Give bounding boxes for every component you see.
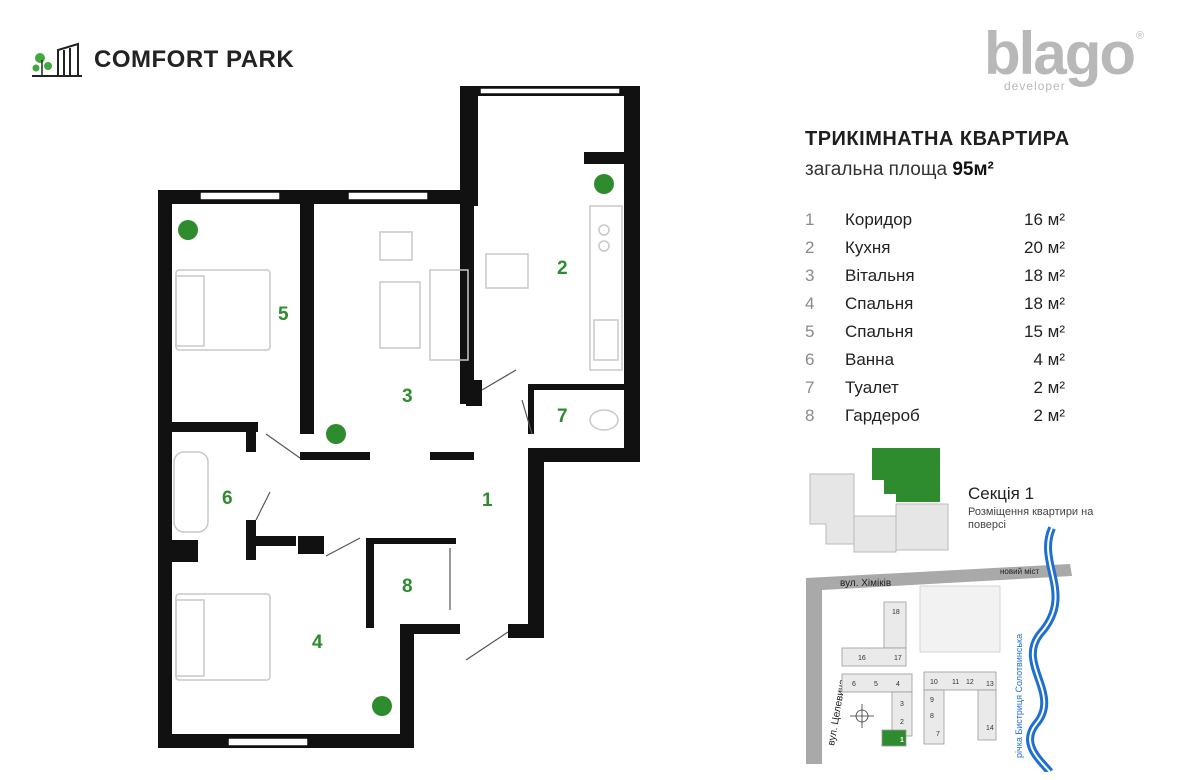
room-row: 2 Кухня 20 м²	[805, 234, 1065, 262]
brand-logo: COMFORT PARK	[28, 40, 294, 80]
compass-icon	[850, 704, 874, 728]
svg-text:14: 14	[986, 725, 994, 732]
room-name: Вітальня	[845, 266, 915, 285]
svg-text:11: 11	[952, 679, 959, 686]
plant-icons	[178, 174, 614, 716]
room-row: 6 Ванна 4 м²	[805, 346, 1065, 374]
room-area: 2 м²	[1033, 378, 1065, 397]
plant-icon	[372, 696, 392, 716]
room-area: 18 м²	[1024, 266, 1065, 285]
room-number: 4	[805, 294, 815, 313]
room-number: 7	[805, 378, 815, 397]
room-area: 20 м²	[1024, 238, 1065, 257]
building-numbers: 18 16 17 6 5 4 3 2 1 10 11 12 13 9 8 7 1…	[852, 609, 994, 744]
section-info: Секція 1 Розміщення квартири на поверсі	[968, 484, 1098, 532]
room-name: Туалет	[845, 378, 899, 397]
room-area: 4 м²	[1033, 350, 1065, 369]
section-subtitle: Розміщення квартири на поверсі	[968, 506, 1094, 531]
room-name: Кухня	[845, 238, 891, 257]
svg-text:2: 2	[900, 719, 904, 726]
site-buildings	[841, 585, 1001, 747]
svg-text:12: 12	[966, 679, 974, 686]
section-floor-map	[809, 448, 949, 553]
plan-windows	[199, 87, 621, 747]
svg-text:4: 4	[896, 681, 900, 688]
room-name: Коридор	[845, 210, 913, 229]
room-number: 2	[805, 238, 815, 257]
section-title: Секція 1	[968, 484, 1035, 503]
room-label: 6	[222, 488, 233, 509]
plan-walls	[158, 86, 640, 748]
svg-text:16: 16	[858, 655, 866, 662]
room-area: 15 м²	[1024, 322, 1065, 341]
room-area: 2 м²	[1033, 406, 1065, 425]
room-row: 3 Вітальня 18 м²	[805, 262, 1065, 290]
svg-text:10: 10	[930, 679, 938, 686]
developer-name: blago	[984, 20, 1136, 87]
svg-text:1: 1	[900, 737, 904, 744]
room-number: 3	[805, 266, 815, 285]
svg-text:8: 8	[930, 713, 934, 720]
bridge-label: новий міст	[1000, 567, 1040, 576]
room-area: 18 м²	[1024, 294, 1065, 313]
plant-icon	[326, 424, 346, 444]
room-name: Ванна	[845, 350, 895, 369]
room-label: 8	[402, 576, 413, 597]
room-row: 7 Туалет 2 м²	[805, 374, 1065, 402]
room-label: 4	[312, 632, 323, 653]
apartment-title: ТРИКІМНАТНА КВАРТИРА	[805, 128, 1070, 150]
svg-text:9: 9	[930, 697, 934, 704]
site-map: вул. Хіміків новий міст вул. Целевича 18…	[806, 526, 1072, 772]
room-label: 1	[482, 490, 493, 511]
developer-logo: blago developer ®	[984, 24, 1154, 94]
svg-text:18: 18	[892, 609, 900, 616]
room-name: Спальня	[845, 294, 914, 313]
room-label: 5	[278, 304, 289, 325]
room-name: Спальня	[845, 322, 914, 341]
total-area-line: загальна площа 95м²	[805, 159, 994, 181]
room-number: 5	[805, 322, 815, 341]
svg-text:13: 13	[986, 681, 994, 688]
floor-plan: 1 2 3 4 5 6 7 8	[158, 86, 640, 748]
svg-text:5: 5	[874, 681, 878, 688]
room-label: 2	[557, 258, 568, 279]
room-row: 1 Коридор 16 м²	[805, 206, 1065, 234]
room-number: 8	[805, 406, 815, 425]
svg-text:6: 6	[852, 681, 856, 688]
room-area: 16 м²	[1024, 210, 1065, 229]
total-area-value: 95м²	[952, 159, 994, 180]
svg-text:17: 17	[894, 655, 902, 662]
svg-text:3: 3	[900, 701, 904, 708]
total-area-label: загальна площа	[805, 159, 953, 180]
room-number: 1	[805, 210, 815, 229]
room-label: 3	[402, 386, 413, 407]
registered-mark: ®	[1136, 30, 1145, 42]
svg-text:7: 7	[936, 731, 940, 738]
room-name: Гардероб	[845, 406, 920, 425]
plan-furniture	[173, 205, 623, 681]
room-row: 8 Гардероб 2 м²	[805, 402, 1065, 430]
river-label: річка Бистриця Солотвинська	[1014, 634, 1024, 758]
plant-icon	[594, 174, 614, 194]
room-row: 4 Спальня 18 м²	[805, 290, 1065, 318]
comfort-park-logo-icon	[28, 40, 84, 80]
street-top-label: вул. Хіміків	[840, 578, 891, 589]
apartment-highlight	[872, 448, 940, 502]
rooms-list: 1 Коридор 16 м² 2 Кухня 20 м² 3 Вітальня 18 м²…	[805, 206, 1065, 430]
developer-subtitle: developer	[1004, 79, 1066, 93]
room-row: 5 Спальня 15 м²	[805, 318, 1065, 346]
plan-doors	[255, 369, 533, 661]
streets	[806, 564, 1072, 764]
plant-icon	[178, 220, 198, 240]
room-label: 7	[557, 406, 568, 427]
brand-name: COMFORT PARK	[94, 46, 295, 73]
room-number: 6	[805, 350, 815, 369]
